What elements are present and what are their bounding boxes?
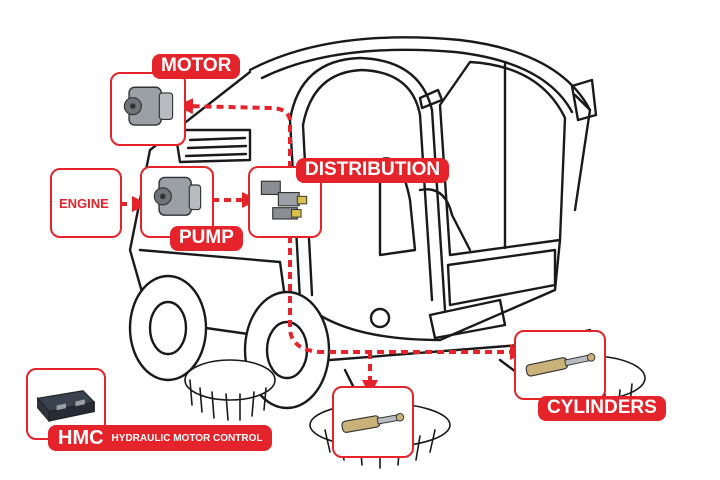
side-mirror [570,78,598,122]
windshield-inner [301,68,434,302]
motor-box [110,72,186,146]
distribution-label: DISTRIBUTION [296,158,450,183]
rear-wheel [128,274,208,382]
cylinders-label: CYLINDERS [538,396,666,421]
side-window [438,60,567,257]
pump-label: PUMP [170,226,243,251]
hmc-label: HMC [58,426,104,449]
hmc-controller-icon [36,390,96,423]
hmc-full-label: HYDRAULIC MOTOR CONTROL [111,432,263,444]
engine-label: ENGINE [59,196,109,211]
flow-distribution-to-motor [177,98,292,168]
cab-roof [248,36,592,212]
cab-roof-inner [260,48,574,114]
hydraulic-cylinder-icon [341,412,405,433]
hmc-label-bar: HMC HYDRAULIC MOTOR CONTROL [48,425,273,451]
left-brush [184,359,276,421]
windshield-frame [288,56,447,312]
distribution-valve-icon [260,180,308,220]
pump-box [140,166,214,238]
hydraulic-pump-icon [153,176,202,216]
hydraulic-cylinder-icon [525,353,596,377]
hydraulic-motor-icon [123,86,174,126]
hydraulic-flow-lines [120,98,526,396]
flow-distribution-down [288,236,526,360]
cylinder-box-right [514,330,606,400]
cylinder-box-front [332,386,414,458]
engine-box: ENGINE [50,168,122,238]
motor-label: MOTOR [152,54,241,79]
